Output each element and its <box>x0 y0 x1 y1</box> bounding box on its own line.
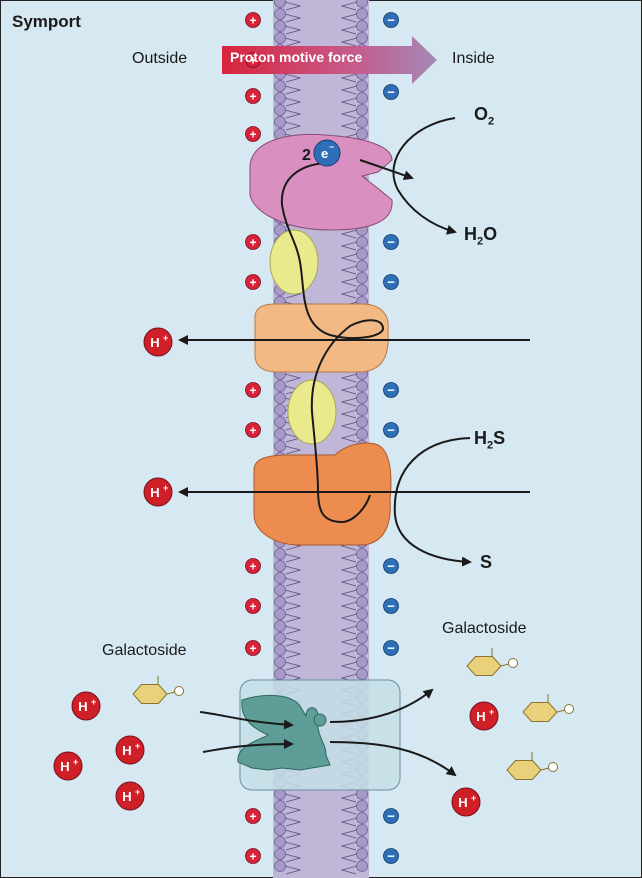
oxygen-label: O2 <box>474 104 494 128</box>
svg-text:−: − <box>387 235 395 250</box>
svg-text:H: H <box>150 485 159 500</box>
svg-text:+: + <box>249 276 256 290</box>
plus-charge: + <box>246 559 261 574</box>
svg-text:+: + <box>249 90 256 104</box>
svg-text:+: + <box>489 707 494 717</box>
svg-text:+: + <box>249 850 256 864</box>
outside-label: Outside <box>132 50 187 68</box>
svg-text:H: H <box>122 743 131 758</box>
proton-icon: H+ <box>470 702 498 730</box>
minus-charge: − <box>384 13 399 28</box>
water-label: H2O <box>464 224 497 248</box>
svg-text:−: − <box>387 85 395 100</box>
svg-text:+: + <box>249 424 256 438</box>
svg-text:−: − <box>387 383 395 398</box>
svg-text:+: + <box>163 483 168 493</box>
electron-transport-complex-2 <box>254 443 391 545</box>
minus-charge: − <box>384 559 399 574</box>
svg-text:+: + <box>249 384 256 398</box>
plus-charge: + <box>246 383 261 398</box>
proton-icon: H+ <box>144 328 172 356</box>
pmf-label: Proton motive force <box>230 49 362 65</box>
svg-text:H: H <box>458 795 467 810</box>
electron-charge: − <box>329 142 334 152</box>
minus-charge: − <box>384 235 399 250</box>
svg-text:−: − <box>387 809 395 824</box>
svg-text:−: − <box>387 599 395 614</box>
minus-charge: − <box>384 275 399 290</box>
minus-charge: − <box>384 423 399 438</box>
plus-charge: + <box>246 849 261 864</box>
svg-text:+: + <box>91 697 96 707</box>
oxygen-base: O <box>474 104 488 124</box>
water-post: O <box>483 224 497 244</box>
plus-charge: + <box>246 89 261 104</box>
svg-text:+: + <box>249 14 256 28</box>
svg-text:+: + <box>135 787 140 797</box>
minus-charge: − <box>384 85 399 100</box>
plus-charge: + <box>246 235 261 250</box>
proton-icon: H+ <box>144 478 172 506</box>
minus-charge: − <box>384 849 399 864</box>
svg-text:+: + <box>249 642 256 656</box>
water-pre: H <box>464 224 477 244</box>
sulfur-label: S <box>480 552 492 573</box>
svg-text:−: − <box>387 13 395 28</box>
plus-charge: + <box>246 275 261 290</box>
plus-charge: + <box>246 809 261 824</box>
minus-charge: − <box>384 383 399 398</box>
electron-symbol: e <box>321 146 328 161</box>
plus-charge: + <box>246 127 261 142</box>
h2s-pre: H <box>474 428 487 448</box>
svg-text:+: + <box>249 810 256 824</box>
svg-text:+: + <box>249 560 256 574</box>
plus-charge: + <box>246 423 261 438</box>
h2s-post: S <box>493 428 505 448</box>
svg-text:+: + <box>249 236 256 250</box>
svg-text:+: + <box>135 741 140 751</box>
svg-text:H: H <box>476 709 485 724</box>
svg-text:+: + <box>163 333 168 343</box>
plus-charge: + <box>246 641 261 656</box>
svg-text:+: + <box>249 600 256 614</box>
inside-label: Inside <box>452 50 495 68</box>
svg-text:+: + <box>249 128 256 142</box>
svg-text:+: + <box>73 757 78 767</box>
electron-count: 2 <box>302 147 311 164</box>
svg-text:H: H <box>78 699 87 714</box>
svg-text:−: − <box>387 641 395 656</box>
svg-text:H: H <box>122 789 131 804</box>
plus-charge: + <box>246 599 261 614</box>
diagram-title: Symport <box>12 12 81 32</box>
minus-charge: − <box>384 809 399 824</box>
galactoside-inside-label: Galactoside <box>442 620 527 638</box>
svg-text:−: − <box>387 275 395 290</box>
svg-text:−: − <box>387 559 395 574</box>
svg-text:H: H <box>60 759 69 774</box>
minus-charge: − <box>384 599 399 614</box>
proton-icon: H+ <box>116 736 144 764</box>
oxygen-sub: 2 <box>488 116 494 128</box>
svg-text:−: − <box>387 423 395 438</box>
svg-text:+: + <box>471 793 476 803</box>
galactoside-outside-label: Galactoside <box>102 642 187 660</box>
proton-icon: H+ <box>72 692 100 720</box>
svg-text:H: H <box>150 335 159 350</box>
svg-text:−: − <box>387 849 395 864</box>
proton-icon: H+ <box>452 788 480 816</box>
proton-icon: H+ <box>116 782 144 810</box>
proton-icon: H+ <box>54 752 82 780</box>
minus-charge: − <box>384 641 399 656</box>
plus-charge: + <box>246 13 261 28</box>
hydrogen-sulfide-label: H2S <box>474 428 505 452</box>
